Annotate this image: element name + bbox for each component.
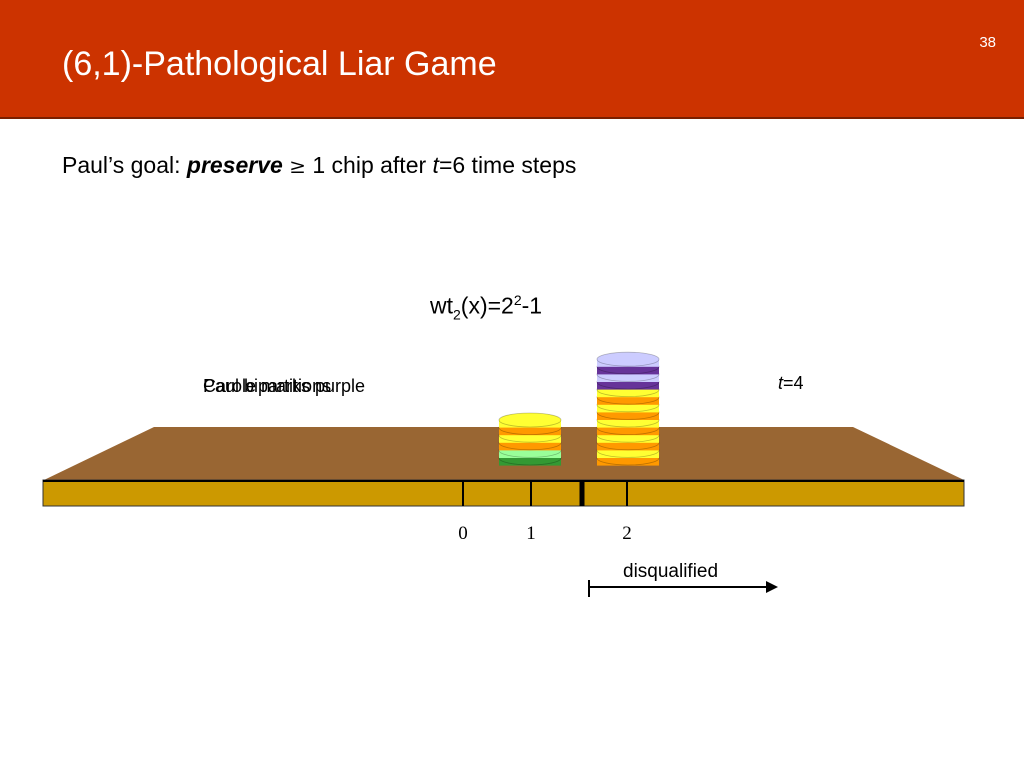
- formula-end: -1: [521, 292, 543, 319]
- tick-label-0: 0: [458, 523, 468, 544]
- chip-lavender: [596, 351, 660, 367]
- goal-emphasis: preserve: [186, 152, 283, 178]
- slide-title: (6,1)-Pathological Liar Game: [62, 45, 497, 83]
- geq-symbol: ≥: [289, 154, 306, 178]
- goal-suffix: =6 time steps: [438, 152, 577, 178]
- tick-label-2: 2: [622, 523, 632, 544]
- title-bar: (6,1)-Pathological Liar Game 38: [0, 0, 1024, 119]
- caption-carole: Carole marks purple: [203, 376, 366, 396]
- disqualified-label: disqualified: [623, 561, 719, 582]
- time-step-label: t=4: [778, 373, 804, 394]
- caption-paul: Paul bipartitions: [203, 376, 332, 396]
- formula-mid: (x)=2: [460, 292, 514, 319]
- chip-yellow: [498, 412, 562, 428]
- formula-sub: 2: [453, 306, 461, 323]
- goal-statement: Paul’s goal: preserve ≥ 1 chip after t=6…: [62, 152, 576, 179]
- formula-base: wt: [430, 292, 453, 319]
- arrow-head: [766, 581, 778, 593]
- time-value: =4: [783, 373, 804, 393]
- board-front: [42, 479, 965, 507]
- formula-sup: 2: [513, 292, 522, 308]
- goal-t-var: t: [432, 152, 439, 178]
- goal-middle: 1 chip after: [305, 152, 433, 178]
- chip-stacks: [498, 351, 660, 466]
- tick-label-1: 1: [526, 523, 536, 544]
- time-var: t: [778, 373, 784, 393]
- goal-prefix: Paul’s goal:: [62, 152, 187, 178]
- weight-formula: wt2(x)=22-1: [430, 292, 542, 322]
- slide-number: 38: [979, 34, 996, 51]
